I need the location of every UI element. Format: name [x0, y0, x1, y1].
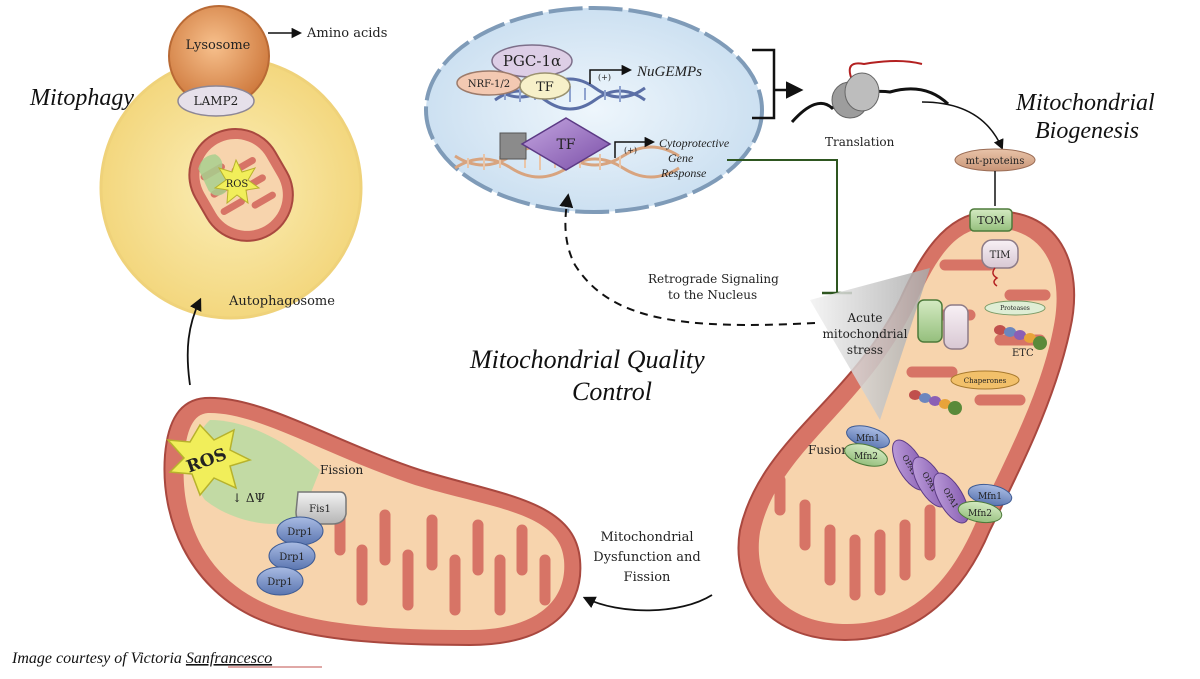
tim-complex [981, 239, 1019, 269]
image-credit: Image courtesy of Victoria Sanfrancesco [11, 650, 272, 667]
plus-label-1: (+) [598, 73, 611, 82]
retrograde-label-line1: Retrograde Signaling [648, 272, 779, 286]
mrna-red-strand [848, 60, 923, 81]
drp1-b-label: Drp1 [279, 552, 305, 563]
stress-zoom-cone [810, 268, 930, 420]
lamp2-ellipse [177, 85, 255, 117]
inhibition-line [727, 159, 838, 292]
stress-label-line1: Acute [846, 311, 882, 325]
tom-label: TOM [977, 214, 1005, 227]
etc-complex-2 [909, 390, 962, 415]
drp1-c [256, 566, 304, 596]
proteases-ellipse [984, 300, 1046, 316]
dysfunction-line2: Dysfunction and [593, 550, 700, 565]
image-credit-prefix: Image courtesy of Victoria [11, 650, 186, 667]
tom-complex [969, 208, 1013, 232]
right-mito-cristae [774, 259, 1051, 601]
quality-title-line2: Control [572, 377, 652, 406]
delta-psi-label: ↓ ΔΨ [232, 491, 266, 505]
pgc1a-label: PGC-1α [503, 52, 561, 70]
tf-diamond-label: TF [556, 137, 575, 153]
mitophagy-title: Mitophagy [29, 85, 134, 111]
ros-star-small [213, 158, 261, 205]
ros-small-label: ROS [226, 179, 249, 190]
ligand-square [499, 132, 527, 160]
stress-label-line2: mitochondrial [823, 327, 908, 341]
chaperones-ellipse [950, 370, 1020, 390]
amino-acids-label: Amino acids [306, 26, 387, 41]
nrf-label: NRF-1/2 [468, 79, 510, 90]
tf-diamond [520, 117, 612, 171]
to-mitophagy-arrow [186, 297, 202, 386]
translation-label: Translation [825, 135, 895, 149]
image-credit-name: Sanfrancesco [186, 650, 272, 667]
mfn1-a-label: Mfn1 [856, 434, 880, 444]
fission-label: Fission [320, 463, 364, 477]
retrograde-dashed-arrow [559, 193, 816, 326]
mt-proteins-label: mt-proteins [966, 156, 1025, 167]
nugemps-label: NuGEMPs [636, 64, 702, 80]
healthy-mitochondrion: Acute mitochondrial stress TOM TIM Prote… [737, 208, 1076, 642]
ribosome-large [844, 72, 880, 112]
lysosome-label: Lysosome [186, 38, 251, 53]
nucleus-output-bracket [752, 48, 776, 120]
tf-small-label: TF [536, 80, 554, 95]
mfn2-b-label: Mfn2 [968, 509, 992, 519]
chaperones-label: Chaperones [964, 377, 1007, 385]
plus-label-2: (+) [624, 146, 637, 155]
fis1-label: Fis1 [309, 504, 331, 515]
promoter-arrow-1 [589, 64, 633, 84]
cytoprotective-line3: Response [660, 166, 707, 180]
stress-label-line3: stress [847, 343, 883, 357]
cytoprotective-line1: Cytoprotective [659, 136, 730, 150]
etc-complex [994, 325, 1047, 350]
mfn2-a-label: Mfn2 [854, 452, 878, 462]
mitophagy-section: Lysosome LAMP2 Amino acids Mitophagy ROS… [29, 5, 387, 320]
proteases-label: Proteases [1000, 305, 1030, 312]
etc-label: ETC [1012, 348, 1034, 359]
mfn2-b [957, 500, 1003, 524]
to-mt-proteins-arrow [921, 101, 1004, 150]
biogenesis-title-line2: Biogenesis [1035, 118, 1139, 144]
left-mito-cristae [334, 499, 551, 616]
nucleus-ellipse [424, 6, 764, 214]
nucleus-section: PGC-1α NRF-1/2 TF (+) NuGEMPs TF (+) Cyt… [424, 6, 764, 214]
drp1-a-label: Drp1 [287, 527, 313, 538]
translation-section: Translation mt-proteins [790, 60, 1036, 206]
mfn1-b-label: Mfn1 [978, 492, 1002, 502]
autophagosome-label: Autophagosome [228, 294, 335, 309]
damaged-mitochondrion: ROS ↓ ΔΨ Fission Fis1 Drp1 Drp1 Drp1 [163, 396, 582, 647]
right-mito-inner [758, 227, 1057, 624]
dysfunction-line1: Mitochondrial [601, 530, 694, 545]
tim-label: TIM [990, 250, 1011, 261]
retrograde-label-line2: to the Nucleus [668, 288, 757, 302]
ros-star-large [166, 423, 253, 497]
channel-pink [943, 304, 969, 350]
mfn2-a [844, 443, 888, 467]
channel-green [917, 299, 943, 343]
import-squiggle [992, 267, 999, 287]
drp1-c-label: Drp1 [267, 577, 293, 588]
tf-small-ellipse [519, 72, 571, 100]
fusion-label: Fusion [808, 443, 849, 457]
dysfunction-arrow [582, 594, 713, 612]
cytoprotective-line2: Gene [668, 151, 694, 165]
promoter-arrow-2 [614, 136, 656, 158]
lamp2-label: LAMP2 [194, 94, 239, 108]
dysfunction-line3: Fission [624, 570, 672, 585]
biogenesis-title-line1: Mitochondrial [1015, 90, 1155, 116]
quality-title-line1: Mitochondrial Quality [469, 345, 705, 374]
